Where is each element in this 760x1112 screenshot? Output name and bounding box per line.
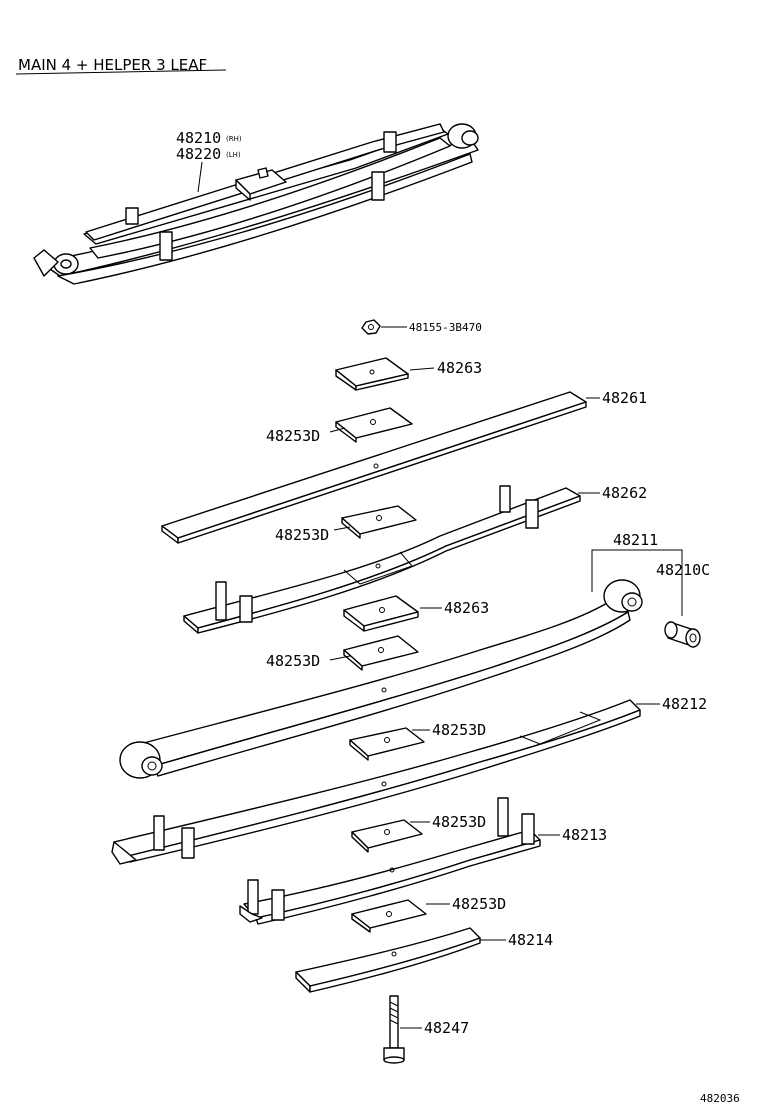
main-leaf-1-drawing [119,579,643,779]
assembly-part-rh: 48210 [176,129,221,147]
pad-mid-drawing [343,595,419,632]
spacer-5-drawing [351,819,423,853]
spacer-1-drawing [335,407,413,443]
spacer-2-drawing [341,505,417,539]
label-spacer-5: 48253D [432,813,486,831]
label-main-leaf-4: 48214 [508,931,553,949]
helper-leaf-2-drawing [183,485,581,634]
title-underline [15,69,227,75]
label-main-leaf-3: 48213 [562,826,607,844]
spacer-3-leader [329,655,351,661]
spacer-2-leader [333,526,351,531]
label-center-bolt: 48247 [424,1019,469,1037]
label-spacer-6: 48253D [452,895,506,913]
diagram-title: MAIN 4 + HELPER 3 LEAF [18,56,207,74]
label-pad-mid: 48263 [444,599,489,617]
pad-top-drawing [335,357,409,391]
assembly-rh-note: (RH) [226,135,242,143]
helper-leaf-1-drawing [161,391,587,544]
label-spacer-4: 48253D [432,721,486,739]
nut-hole [368,324,374,330]
label-helper-leaf-1: 48261 [602,389,647,407]
spacer-1-leader [329,427,346,433]
label-bushing: 48210C [656,561,710,579]
spacer-3-drawing [343,635,419,671]
label-spacer-3: 48253D [266,652,320,670]
assembled-spring-drawing [33,123,479,285]
main-leaf-2-drawing [111,699,641,865]
diagram-id: 482036 [700,1092,740,1105]
main-leaf-4-drawing [295,927,481,993]
assembly-leader [197,161,203,193]
label-nut: 48155-3B470 [409,321,482,334]
label-main-leaf-2: 48212 [662,695,707,713]
label-spacer-1: 48253D [266,427,320,445]
center-bolt-drawing [383,995,405,1064]
spacer-6-drawing [351,899,427,933]
pad-top-leader [409,367,435,371]
label-pad-top: 48263 [437,359,482,377]
main-leaf-1-bracket [591,549,683,616]
label-spacer-2: 48253D [275,526,329,544]
bushing-drawing [664,621,701,648]
label-main-leaf-1: 48211 [613,531,658,549]
assembly-part-lh: 48220 [176,145,221,163]
label-helper-leaf-2: 48262 [602,484,647,502]
assembly-lh-note: (LH) [226,151,241,159]
spacer-4-drawing [349,727,425,761]
main-leaf-3-drawing [239,797,541,925]
nut-drawing [361,319,381,335]
